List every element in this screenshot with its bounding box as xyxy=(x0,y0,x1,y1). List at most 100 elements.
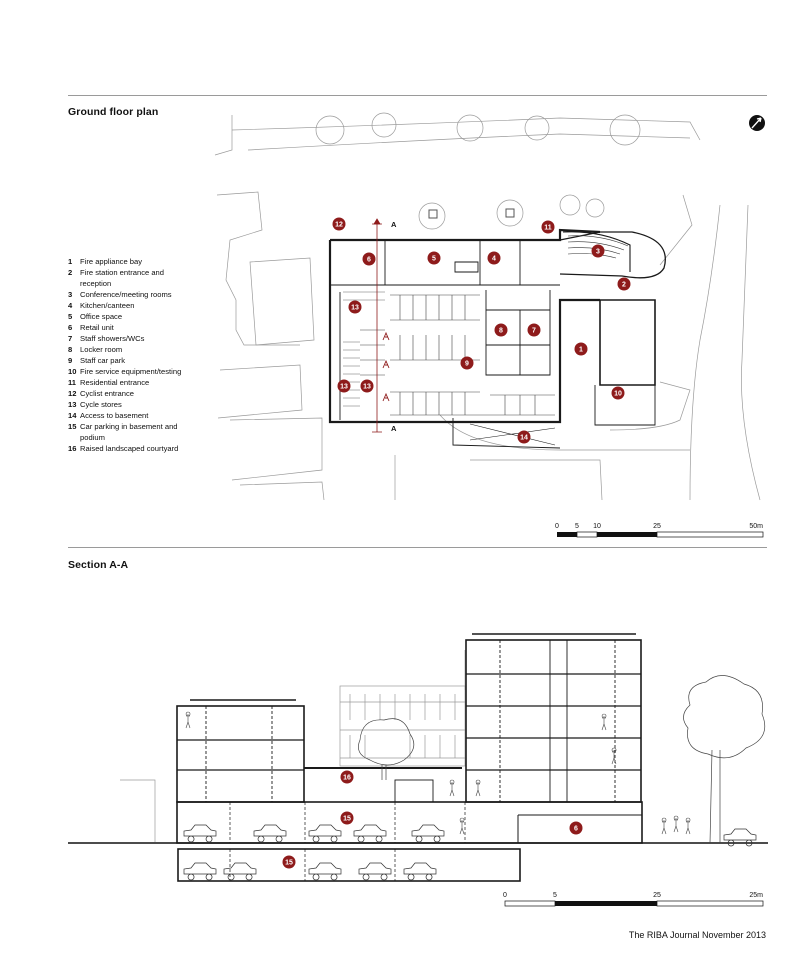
person-icon xyxy=(661,817,667,835)
scale-tick-label: 25 xyxy=(653,892,661,899)
legend-item: 9 Staff car park xyxy=(68,355,186,366)
legend-text: Locker room xyxy=(80,345,123,354)
legend-number: 11 xyxy=(68,378,77,387)
car-icon xyxy=(308,862,342,881)
bicycle-icon xyxy=(382,359,390,369)
car-icon xyxy=(411,824,445,843)
callout-number: 10 xyxy=(614,391,622,398)
legend-number: 15 xyxy=(68,422,77,431)
person-icon xyxy=(685,817,691,835)
journal-footer: The RIBA Journal November 2013 xyxy=(628,930,766,940)
person-icon xyxy=(611,747,617,765)
callout-marker: 13 xyxy=(337,379,351,393)
legend-number: 1 xyxy=(68,257,73,266)
car-icon xyxy=(353,824,387,843)
planter xyxy=(428,209,438,219)
building-plan xyxy=(328,228,666,449)
callout-number: 11 xyxy=(544,225,552,232)
callout-number: 6 xyxy=(367,257,371,264)
legend-number: 10 xyxy=(68,367,77,376)
section-marker-bottom: A xyxy=(391,424,397,433)
callout-number: 13 xyxy=(340,384,348,391)
callout-number: 1 xyxy=(579,347,583,354)
callout-marker: 2 xyxy=(617,277,631,291)
scale-tick-label: 5 xyxy=(575,523,579,530)
callout-number: 14 xyxy=(520,435,528,442)
legend-item: 6 Retail unit xyxy=(68,322,186,333)
callout-marker: 6 xyxy=(362,252,376,266)
section-scale-bar xyxy=(504,900,764,907)
legend-number: 4 xyxy=(68,301,73,310)
callout-marker: 9 xyxy=(460,356,474,370)
legend-text: Raised landscaped courtyard xyxy=(80,444,179,453)
legend-item: 1 Fire appliance bay xyxy=(68,256,186,267)
legend-number: 5 xyxy=(68,312,73,321)
plan-title: Ground floor plan xyxy=(68,106,159,118)
legend-text: Cycle stores xyxy=(80,400,122,409)
callout-number: 15 xyxy=(285,860,293,867)
legend-number: 2 xyxy=(68,268,73,277)
legend-text: Cyclist entrance xyxy=(80,389,135,398)
callout-number: 5 xyxy=(432,256,436,263)
callout-marker: 11 xyxy=(541,220,555,234)
legend-number: 6 xyxy=(68,323,73,332)
callout-marker: 14 xyxy=(517,430,531,444)
legend-text: Retail unit xyxy=(80,323,114,332)
legend-text: Fire appliance bay xyxy=(80,257,143,266)
legend-number: 9 xyxy=(68,356,73,365)
section-marker-top: A xyxy=(391,220,397,229)
plan-scale-bar xyxy=(557,531,764,538)
person-icon xyxy=(185,711,691,835)
legend-number: 14 xyxy=(68,411,77,420)
site-context xyxy=(214,112,761,501)
legend-text: Fire service equipment/testing xyxy=(80,367,182,376)
legend-text: Car parking in basement and podium xyxy=(80,422,178,442)
legend-number: 3 xyxy=(68,290,73,299)
scale-tick-label: 0 xyxy=(555,523,559,530)
callout-number: 2 xyxy=(622,282,626,289)
north-arrow-icon xyxy=(749,115,765,131)
callout-marker: 12 xyxy=(332,217,346,231)
section-structure xyxy=(176,633,643,882)
car-icon xyxy=(308,824,342,843)
legend-text: Kitchen/canteen xyxy=(80,301,135,310)
background-building xyxy=(120,650,466,842)
legend-text: Staff car park xyxy=(80,356,126,365)
car-icon xyxy=(183,824,217,843)
callout-number: 8 xyxy=(499,328,503,335)
scale-tick-label: 0 xyxy=(503,892,507,899)
section-line-a xyxy=(372,218,382,433)
planter xyxy=(505,208,515,218)
callout-marker: 3 xyxy=(591,244,605,258)
bicycle-icon xyxy=(382,392,390,402)
top-rule xyxy=(68,95,767,96)
callout-number: 12 xyxy=(335,222,343,229)
scale-tick-label: 25 xyxy=(653,523,661,530)
person-icon xyxy=(449,779,455,797)
callout-number: 9 xyxy=(465,361,469,368)
callout-number: 16 xyxy=(343,775,351,782)
car-icon xyxy=(403,862,437,881)
legend-number: 7 xyxy=(68,334,73,343)
car-icon xyxy=(723,828,757,847)
scale-tick-label: 25m xyxy=(749,892,763,899)
person-icon xyxy=(673,815,679,833)
section-title: Section A-A xyxy=(68,559,129,571)
tree-icon xyxy=(358,718,415,780)
